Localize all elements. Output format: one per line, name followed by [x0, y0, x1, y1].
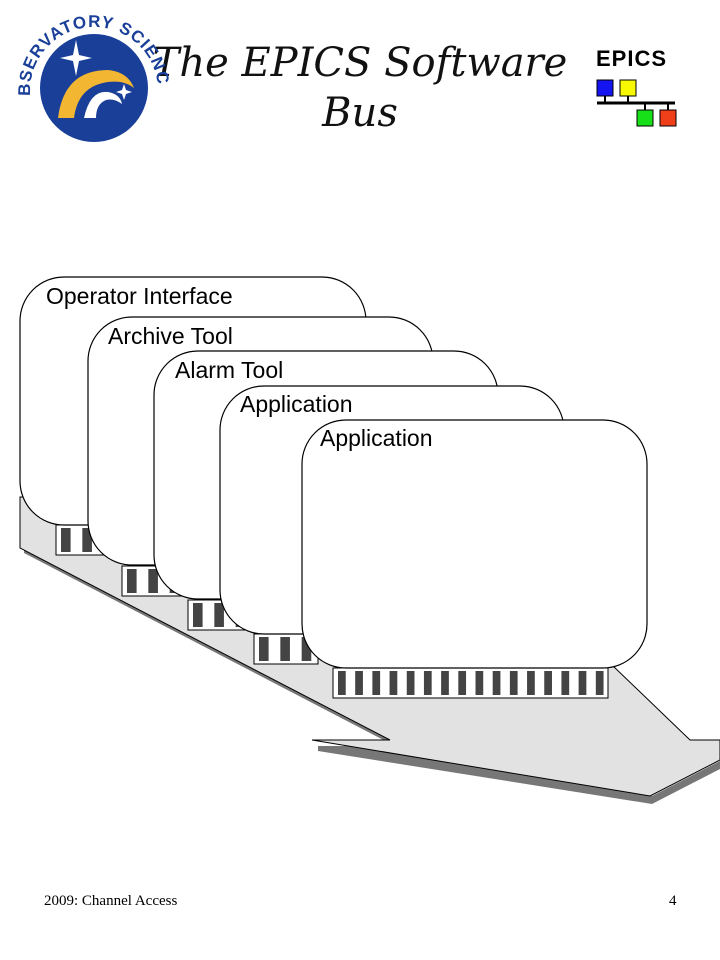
connector-pin	[475, 671, 484, 695]
connector-pin	[509, 671, 518, 695]
epics-logo-red-square	[659, 109, 677, 127]
connector-pin	[82, 528, 92, 552]
slide-title: The EPICS Software Bus	[150, 38, 570, 138]
card-label: Archive Tool	[108, 323, 233, 349]
bus-shadow	[22, 548, 720, 804]
title-line-1: The EPICS Software	[152, 40, 568, 86]
connector-pin	[372, 671, 381, 695]
connector-pin	[338, 671, 346, 695]
page-number: 4	[669, 893, 677, 909]
connector-pin	[259, 637, 269, 661]
logo-disc	[40, 34, 148, 142]
connector-pin	[389, 671, 398, 695]
epics-logo-green-square	[636, 109, 654, 127]
logo-inner-arc	[84, 91, 122, 118]
card-label: Application	[240, 391, 353, 417]
observatory-sciences-logo: OBSERVATORY SCIENCES	[0, 0, 172, 142]
connector-pin	[561, 671, 570, 695]
connector-pin	[578, 671, 587, 695]
footer-left: 2009: Channel Access	[44, 893, 178, 909]
epics-logo-yellow-square	[619, 79, 637, 97]
logo-small-star-icon	[116, 84, 132, 100]
connector-pin	[61, 528, 71, 552]
connector-pin	[544, 671, 552, 695]
connector-pin	[127, 569, 137, 593]
card-label: Operator Interface	[46, 283, 233, 309]
connector-pin	[441, 671, 449, 695]
connector-pin	[280, 637, 290, 661]
connector-pin	[595, 671, 604, 695]
title-line-2: Bus	[322, 90, 398, 136]
connector-pin	[301, 637, 312, 661]
app-card: Application	[301, 419, 648, 699]
connector-pin	[458, 671, 467, 695]
epics-logo-blue-square	[596, 79, 614, 97]
connector-pin	[148, 569, 158, 593]
connector-pin	[492, 671, 501, 695]
connector-pin	[214, 603, 224, 627]
card-box	[301, 419, 648, 669]
connector-pin	[527, 671, 535, 695]
connector-pin	[423, 671, 432, 695]
connector-pin	[193, 603, 203, 627]
card-label: Application	[320, 425, 433, 451]
logo-star-icon	[60, 40, 92, 76]
epics-logo-icon	[596, 79, 677, 127]
card-label: Alarm Tool	[175, 357, 283, 383]
connector-pin	[355, 671, 363, 695]
logo-arc	[58, 70, 134, 118]
connector-pin	[406, 671, 415, 695]
epics-label: EPICS	[596, 46, 668, 71]
